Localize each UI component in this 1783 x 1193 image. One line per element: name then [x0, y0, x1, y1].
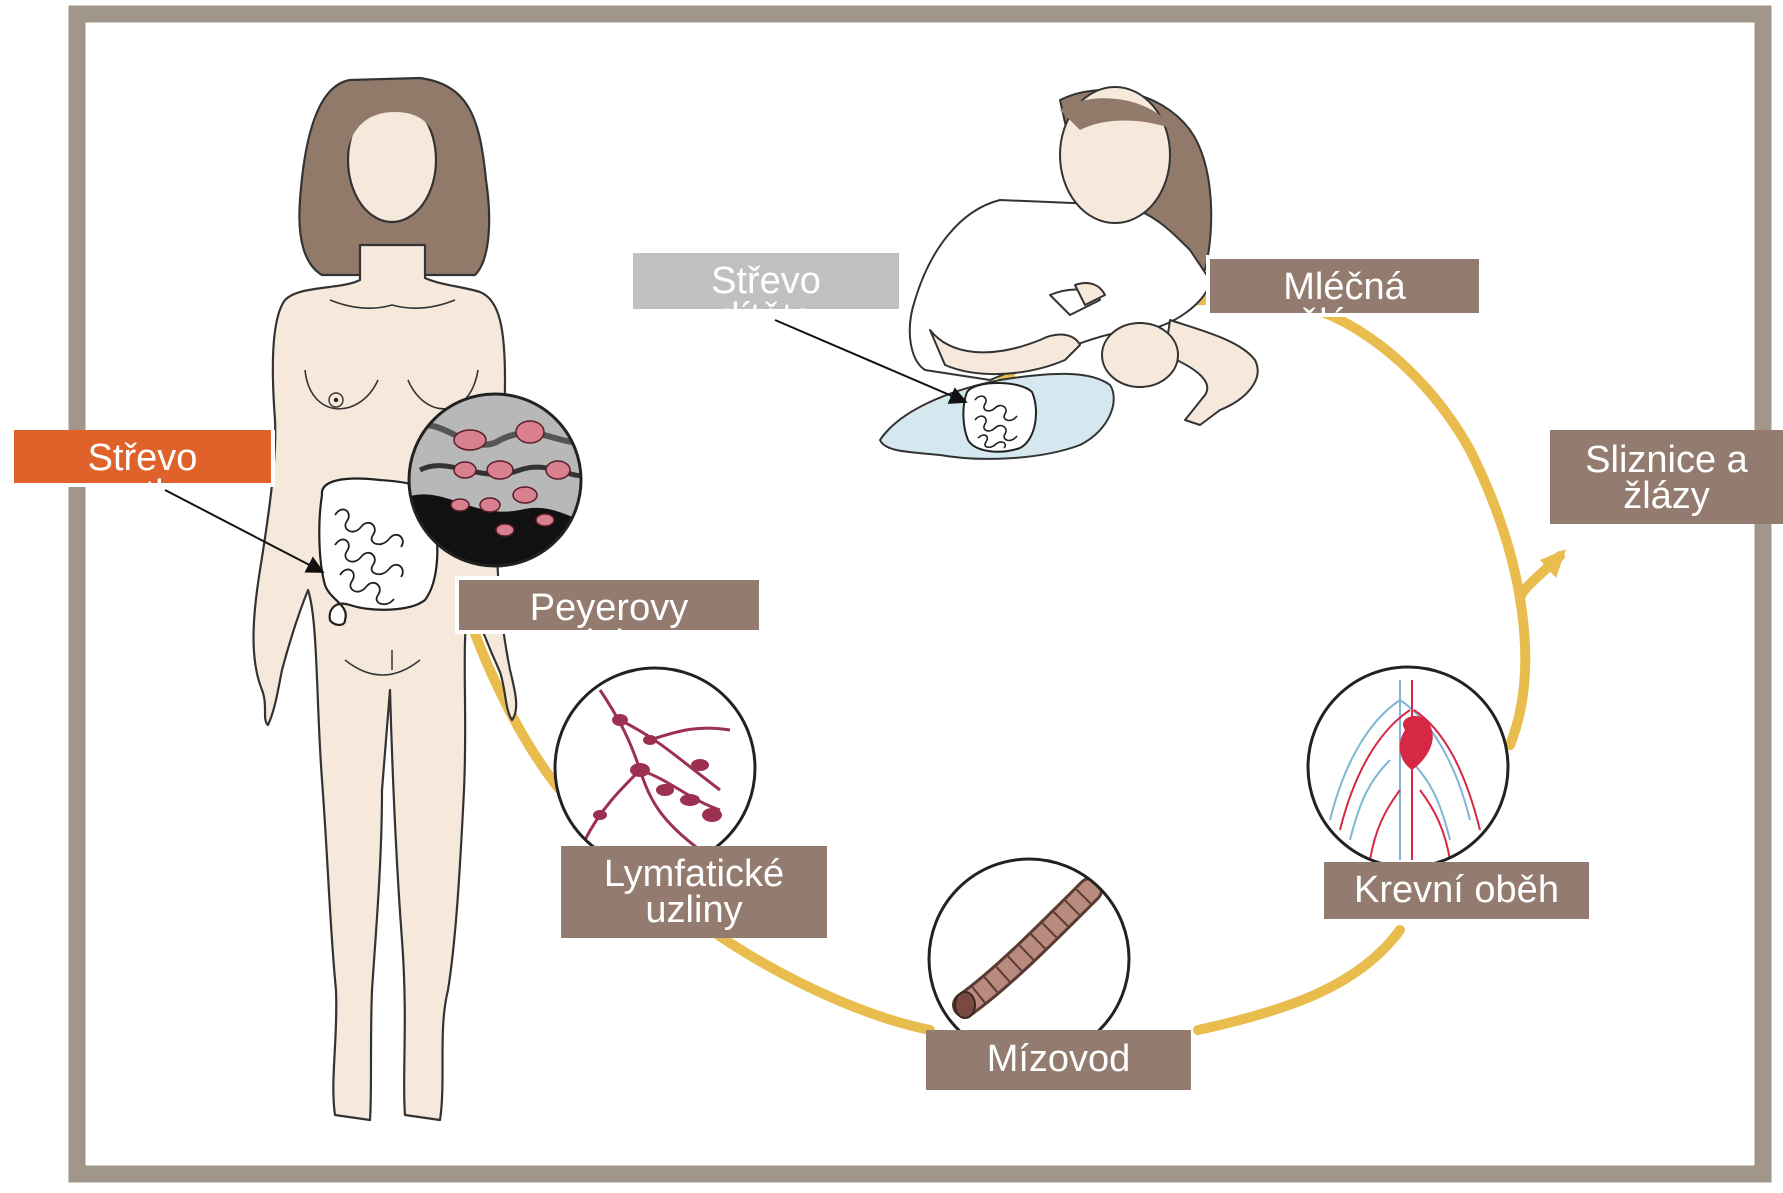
label-mizovod: Mízovod: [926, 1030, 1191, 1090]
label-strevo-matky: Střevo matky: [10, 430, 275, 487]
label-krevni-obeh-text: Krevní oběh: [1324, 872, 1589, 908]
label-lymfaticke-uzliny-line2: uzliny: [561, 892, 827, 928]
label-krevni-obeh: Krevní oběh: [1324, 862, 1589, 919]
label-peyerovy-plaky-line2: plaky: [459, 626, 759, 634]
breastfeeding-mother-icon: [880, 87, 1258, 459]
circulatory-system-icon: [1308, 667, 1508, 867]
label-mlecna-zlaza-line1: Mléčná: [1210, 269, 1479, 305]
thoracic-duct-icon: [929, 859, 1129, 1059]
label-mizovod-text: Mízovod: [926, 1041, 1191, 1077]
label-mlecna-zlaza-line2: žláza: [1210, 305, 1479, 317]
label-peyerovy-plaky: Peyerovy plaky: [455, 576, 763, 634]
label-sliznice-a-zlazy-line1: Sliznice a: [1550, 442, 1783, 478]
lymph-nodes-icon: [555, 668, 755, 868]
label-strevo-ditete-line1: Střevo: [633, 263, 899, 299]
label-peyerovy-plaky-line1: Peyerovy: [459, 590, 759, 626]
label-strevo-ditete: Střevo dítěte: [633, 253, 899, 313]
label-strevo-matky-line1: Střevo: [14, 440, 271, 476]
label-strevo-ditete-line2: dítěte: [633, 299, 899, 313]
label-strevo-matky-line2: matky: [14, 476, 271, 487]
label-lymfaticke-uzliny-line1: Lymfatické: [561, 856, 827, 892]
baby-intestine-icon: [963, 383, 1036, 452]
label-lymfaticke-uzliny: Lymfatické uzliny: [561, 846, 827, 938]
label-sliznice-a-zlazy: Sliznice a žlázy: [1550, 430, 1783, 524]
label-mlecna-zlaza: Mléčná žláza: [1206, 255, 1483, 317]
label-sliznice-a-zlazy-line2: žlázy: [1550, 478, 1783, 514]
